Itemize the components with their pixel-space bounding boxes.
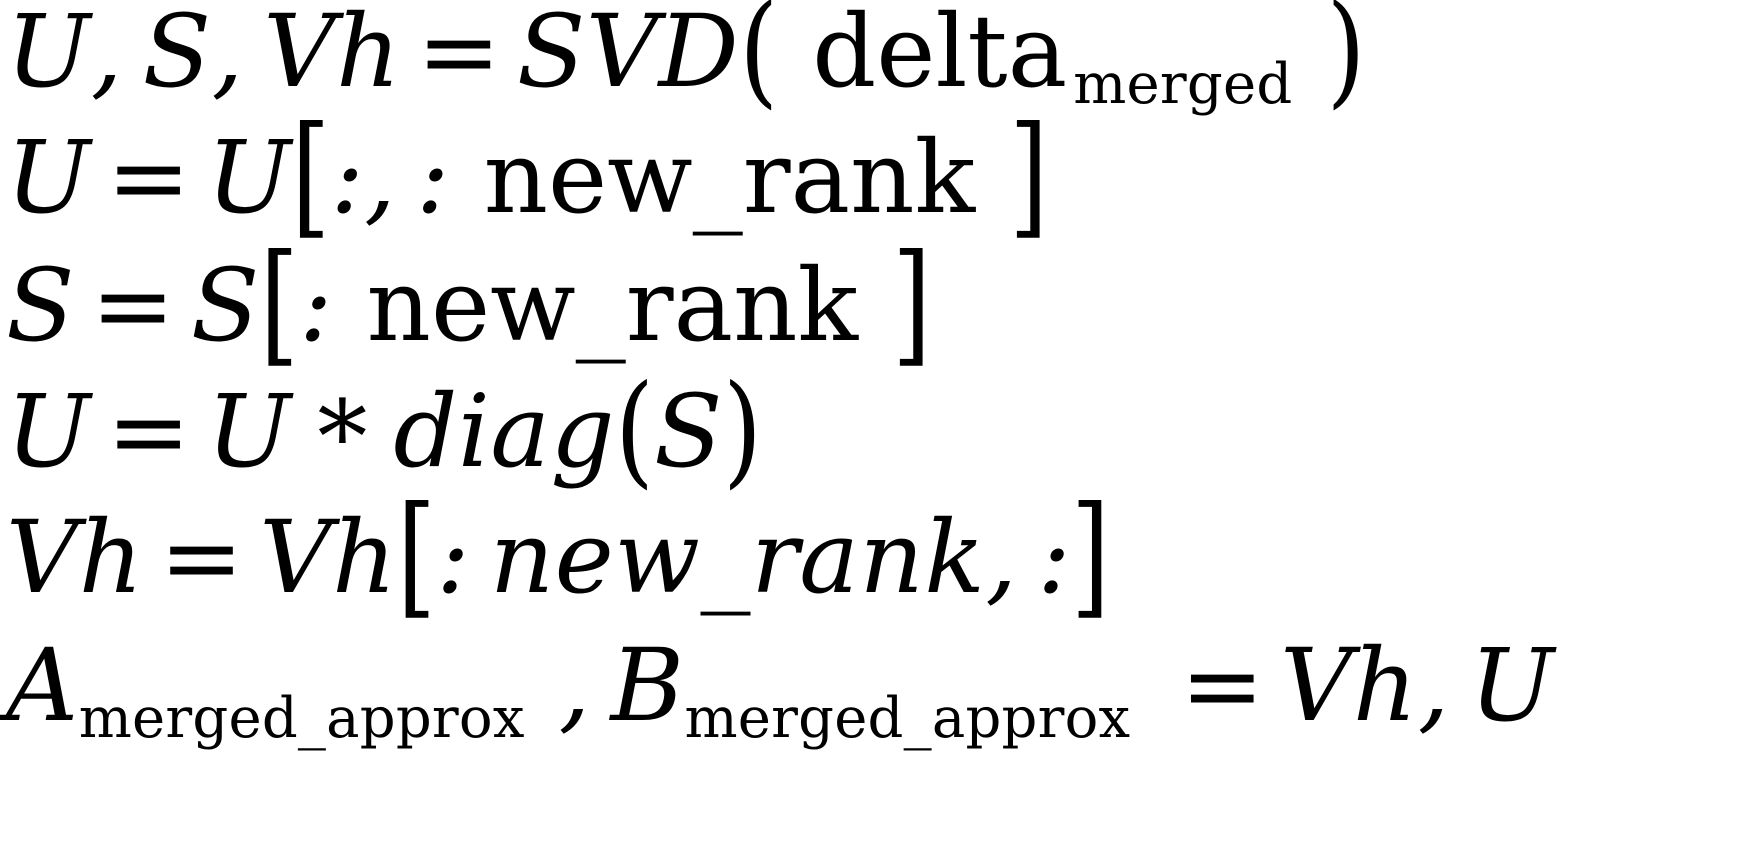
close-bracket: ] xyxy=(892,225,932,380)
symbol-V: V xyxy=(263,0,337,110)
symbol-h-lhs: h xyxy=(78,499,144,616)
func-letter-V: V xyxy=(585,0,659,110)
open-paren: ( xyxy=(739,0,779,122)
equation-line-2: U=U[:,:new_rank] xyxy=(6,109,1048,241)
punct-comma: , xyxy=(558,627,591,744)
equation-line-6: Amerged_approx,Bmerged_approx=Vh,U xyxy=(6,636,1554,747)
symbol-U-rhs: U xyxy=(1469,627,1555,744)
symbol-U-lhs: U xyxy=(6,119,91,236)
open-bracket: [ xyxy=(397,477,437,632)
subscript-merged: merged xyxy=(1073,51,1293,117)
relation-equals: = xyxy=(106,119,191,236)
index-new-rank-text: new_rank xyxy=(483,119,976,236)
punct-comma: , xyxy=(211,0,244,110)
symbol-S: S xyxy=(142,0,212,110)
subscript-merged-approx: merged_approx xyxy=(684,685,1131,751)
colon-slice: : xyxy=(1037,499,1071,616)
operator-asterisk: * xyxy=(317,379,368,496)
equation-line-4: U=U*diag(S) xyxy=(6,369,762,491)
punct-comma: , xyxy=(364,119,396,236)
symbol-h-rhs: h xyxy=(332,499,398,616)
arg-symbol-S: S xyxy=(654,373,724,490)
close-paren: ) xyxy=(1326,0,1366,122)
func-letter-S: S xyxy=(516,0,586,110)
symbol-V-rhs: V xyxy=(1280,627,1353,744)
symbol-S-lhs: S xyxy=(6,247,76,364)
symbol-U-rhs: U xyxy=(206,119,292,236)
symbol-U-lhs: U xyxy=(6,373,91,490)
arg-delta-text: delta xyxy=(812,0,1068,110)
close-bracket: ] xyxy=(1009,97,1049,252)
symbol-U: U xyxy=(6,0,91,110)
punct-comma: , xyxy=(985,499,1018,616)
symbol-S-rhs: S xyxy=(190,247,260,364)
relation-equals: = xyxy=(1180,627,1265,744)
equation-line-5: Vh=Vh[:new_rank,:] xyxy=(6,489,1110,621)
close-paren: ) xyxy=(723,358,763,501)
symbol-h-rhs: h xyxy=(1352,627,1418,744)
symbol-U-rhs: U xyxy=(206,373,292,490)
symbol-B: B xyxy=(610,627,685,744)
index-new-rank-text: new_rank xyxy=(366,247,859,364)
subscript-merged-approx: merged_approx xyxy=(78,685,525,751)
colon-slice: : xyxy=(330,119,365,236)
func-letter-D: D xyxy=(658,0,740,110)
close-bracket: ] xyxy=(1070,477,1110,632)
open-bracket: [ xyxy=(259,225,299,380)
equation-line-3: S=S[:new_rank] xyxy=(6,237,931,369)
relation-equals: = xyxy=(91,247,175,364)
relation-equals: = xyxy=(159,499,244,616)
symbol-V-rhs: V xyxy=(259,499,333,616)
symbol-h: h xyxy=(336,0,402,110)
index-new-rank-italic: new_rank xyxy=(489,499,986,616)
colon-slice: : xyxy=(415,119,450,236)
colon-slice: : xyxy=(436,499,470,616)
punct-comma: , xyxy=(1417,627,1450,744)
colon-slice: : xyxy=(298,247,333,364)
relation-equals: = xyxy=(417,0,501,110)
symbol-V-lhs: V xyxy=(6,499,79,616)
func-diag: diag xyxy=(393,373,615,490)
relation-equals: = xyxy=(106,373,191,490)
symbol-A: A xyxy=(6,627,79,744)
open-paren: ( xyxy=(615,358,655,501)
punct-comma: , xyxy=(90,0,123,110)
open-bracket: [ xyxy=(291,97,331,252)
